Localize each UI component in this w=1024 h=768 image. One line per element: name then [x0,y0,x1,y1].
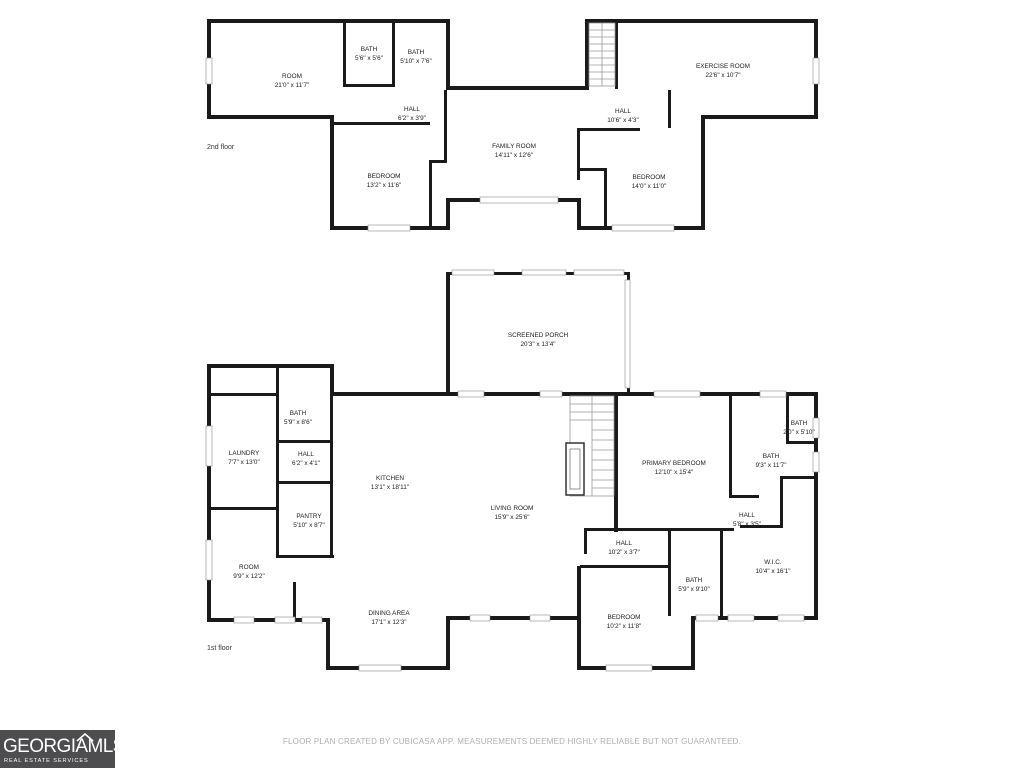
svg-text:BATH: BATH [686,577,703,584]
floor-plan: 2nd floor 1st floor ROOM 21'0" x 11'7" B… [205,19,820,672]
svg-text:FAMILY ROOM: FAMILY ROOM [492,143,536,150]
svg-text:BATH: BATH [290,410,307,417]
room-label: ROOM 9'9" x 12'2" [233,564,265,580]
svg-text:5'6" x 5'6": 5'6" x 5'6" [355,55,383,62]
svg-text:7'7" x 13'0": 7'7" x 13'0" [228,459,260,466]
svg-text:BEDROOM: BEDROOM [607,614,640,621]
logo-wordmark: GEORGIAMLS [3,736,125,757]
svg-text:5'9" x 8'6": 5'9" x 8'6" [284,419,312,426]
svg-text:10'6" x 4'3": 10'6" x 4'3" [607,117,639,124]
disclaimer-text: FLOOR PLAN CREATED BY CUBICASA APP. MEAS… [282,737,742,746]
svg-text:14'0" x 11'0": 14'0" x 11'0" [632,183,667,190]
svg-text:PRIMARY BEDROOM: PRIMARY BEDROOM [642,460,706,467]
svg-text:17'1" x 12'3": 17'1" x 12'3" [371,619,406,626]
svg-text:HALL: HALL [739,512,755,519]
svg-text:13'2" x 11'6": 13'2" x 11'6" [367,182,402,189]
room-label: HALL 6'2" x 3'9" [398,106,426,122]
svg-text:13'1" x 18'11": 13'1" x 18'11" [371,484,409,491]
room-label: W.I.C. 10'4" x 16'1" [755,559,790,575]
floor-label-1st: 1st floor [207,645,233,652]
fireplace [565,442,585,496]
svg-text:5'10" x 7'6": 5'10" x 7'6" [400,58,432,65]
svg-text:BATH: BATH [408,49,425,56]
svg-text:10'2" x 3'7": 10'2" x 3'7" [608,549,640,556]
svg-text:BATH: BATH [763,453,780,460]
roof-icon [76,732,94,742]
svg-text:HALL: HALL [616,540,632,547]
svg-text:12'10" x 15'4": 12'10" x 15'4" [655,469,694,476]
svg-text:HALL: HALL [404,106,420,113]
room-label: BATH 5'10" x 7'6" [400,49,432,65]
svg-text:LIVING ROOM: LIVING ROOM [491,505,534,512]
svg-text:EXERCISE ROOM: EXERCISE ROOM [696,63,750,70]
svg-text:20'3" x 13'4": 20'3" x 13'4" [520,341,555,348]
room-label: BEDROOM 10'2" x 11'8" [607,614,642,630]
svg-text:9'9" x 12'2": 9'9" x 12'2" [233,573,265,580]
room-label: PRIMARY BEDROOM 12'10" x 15'4" [642,460,706,476]
svg-text:5'10" x 8'7": 5'10" x 8'7" [293,522,325,529]
room-label: EXERCISE ROOM 22'6" x 10'7" [696,63,750,79]
svg-text:9'3" x 11'7": 9'3" x 11'7" [755,462,786,469]
svg-text:10'4" x 16'1": 10'4" x 16'1" [755,568,790,575]
svg-text:KITCHEN: KITCHEN [376,475,404,482]
room-label: FAMILY ROOM 14'11" x 12'6" [492,143,536,159]
georgia-mls-logo: GEORGIAMLS REAL ESTATE SERVICES [0,730,125,768]
svg-text:BATH: BATH [791,420,808,427]
room-label: ROOM 21'0" x 11'7" [275,73,310,89]
svg-text:HALL: HALL [615,108,631,115]
svg-text:BATH: BATH [361,46,378,53]
svg-text:5'8" x 3'5": 5'8" x 3'5" [733,521,761,528]
first-floor-windows [205,269,820,672]
svg-text:HALL: HALL [298,451,314,458]
svg-text:6'2" x 3'9": 6'2" x 3'9" [398,115,426,122]
svg-text:SCREENED PORCH: SCREENED PORCH [508,332,569,339]
room-label: HALL 10'6" x 4'3" [607,108,639,124]
room-label: HALL 5'8" x 3'5" [733,512,761,528]
second-floor-windows [205,57,820,232]
room-label: PANTRY 5'10" x 8'7" [293,513,325,529]
room-label: BATH 5'9" x 9'10" [678,577,710,593]
svg-text:ROOM: ROOM [239,564,259,571]
svg-text:ROOM: ROOM [282,73,302,80]
room-label: SCREENED PORCH 20'3" x 13'4" [508,332,569,348]
room-label: LIVING ROOM 15'9" x 25'6" [491,505,534,521]
svg-text:DINING AREA: DINING AREA [368,610,410,617]
svg-text:6'2" x 4'1": 6'2" x 4'1" [292,460,320,467]
floor-label-2nd: 2nd floor [207,144,235,151]
room-label: BATH 5'6" x 5'6" [355,46,383,62]
svg-text:BEDROOM: BEDROOM [367,173,400,180]
room-label: BATH 2'0" x 5'10" [783,420,815,436]
room-label: BATH 9'3" x 11'7" [755,453,786,469]
room-label: LAUNDRY 7'7" x 13'0" [228,450,260,466]
svg-text:10'2" x 11'8": 10'2" x 11'8" [607,623,642,630]
room-label: HALL 10'2" x 3'7" [608,540,640,556]
svg-text:5'9" x 9'10": 5'9" x 9'10" [678,586,710,593]
room-label: KITCHEN 13'1" x 18'11" [371,475,409,491]
svg-text:22'6" x 10'7": 22'6" x 10'7" [705,72,740,79]
second-floor-stairs [588,22,616,87]
svg-text:PANTRY: PANTRY [296,513,322,520]
svg-text:BEDROOM: BEDROOM [632,174,665,181]
room-label: HALL 6'2" x 4'1" [292,451,320,467]
svg-text:LAUNDRY: LAUNDRY [229,450,260,457]
svg-text:21'0" x 11'7": 21'0" x 11'7" [275,82,310,89]
room-label: BATH 5'9" x 8'6" [284,410,312,426]
svg-text:W.I.C.: W.I.C. [764,559,782,566]
svg-text:2'0" x 5'10": 2'0" x 5'10" [783,429,815,436]
logo-tagline: REAL ESTATE SERVICES [4,758,89,764]
room-label: BEDROOM 14'0" x 11'0" [632,174,667,190]
svg-text:14'11" x 12'6": 14'11" x 12'6" [495,152,533,159]
svg-text:15'9" x 25'6": 15'9" x 25'6" [494,514,529,521]
room-label: BEDROOM 13'2" x 11'6" [367,173,402,189]
room-label: DINING AREA 17'1" x 12'3" [368,610,410,626]
